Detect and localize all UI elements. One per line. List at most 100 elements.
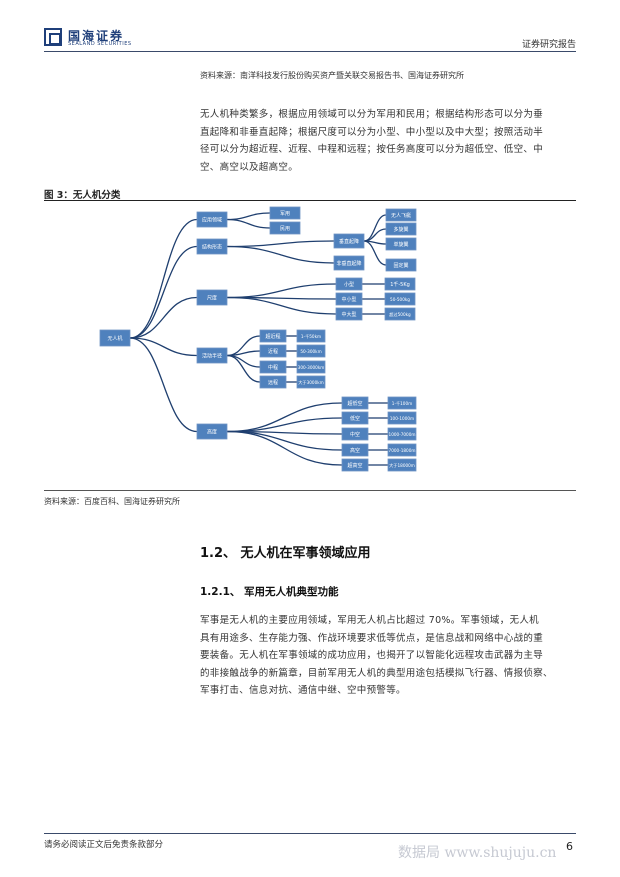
altitude-value-node: 100-1000m (387, 411, 417, 425)
scale-value-node: 1千-5Kg (384, 277, 416, 291)
intro-line: 空、高空以及超高空。 (200, 161, 299, 173)
scale-value-node-label: 1千-5Kg (390, 281, 410, 288)
application-node: 民用 (269, 221, 301, 235)
altitude-node-label: 超高空 (347, 462, 362, 469)
scale-value-node: 超过500kg (384, 307, 416, 321)
tree-edge (226, 240, 335, 248)
altitude-node-label: 低空 (350, 415, 360, 422)
altitude-value-node-label: 100-1000m (390, 416, 414, 421)
vtol-type-node-label: 多旋翼 (393, 226, 408, 233)
category-node: 应用领域 (196, 211, 228, 228)
logo-subtext: SEALAND SECURITIES (68, 41, 132, 47)
altitude-node-label: 中空 (350, 431, 360, 438)
altitude-node: 超高空 (341, 458, 369, 472)
source-note-top: 资料来源：南洋科技发行股份购买资产暨关联交易报告书、国海证券研究所 (200, 71, 464, 80)
scale-value-node-label: 超过500kg (389, 311, 411, 318)
scale-node: 中大型 (335, 307, 363, 321)
page-number: 6 (566, 840, 573, 853)
tree-edge (129, 337, 198, 357)
section-line: 军事是无人机的主要应用领域，军用无人机占比超过 70%。军事领域，无人机 (200, 615, 539, 626)
header-divider (44, 51, 576, 52)
section-line: 要装备。无人机在军事领域的成功应用，也揭开了以智能化远程攻击武器为主导 (200, 650, 544, 661)
footer-divider (44, 833, 576, 834)
section-heading: 1.2、 无人机在军事领域应用 (200, 546, 371, 561)
altitude-node-label: 超低空 (347, 400, 362, 407)
radius-value-node: 300-3000km (296, 360, 326, 374)
radius-value-node: 50-300km (296, 344, 326, 358)
radius-value-node-label: 大于3000km (298, 379, 324, 386)
structure-node-label: 垂直起降 (339, 238, 359, 245)
root-node-label: 无人机 (107, 335, 122, 342)
root-node: 无人机 (99, 329, 131, 347)
intro-line: 径可以分为超近程、近程、中程和远程；按任务高度可以分为超低空、低空、中 (200, 144, 544, 155)
altitude-node: 高空 (341, 443, 369, 457)
altitude-value-node: 大于18000m (387, 458, 417, 472)
section-line: 军事打击、信息对抗、通信中继、空中预警等。 (200, 685, 406, 696)
radius-node: 远程 (259, 375, 287, 389)
figure-top-rule (44, 200, 576, 201)
radius-node-label: 远程 (268, 379, 278, 386)
radius-value-node-label: 300-3000km (298, 365, 325, 370)
tree-edge (226, 350, 261, 357)
category-node-label: 尺度 (207, 295, 217, 302)
tree-edge (226, 212, 271, 221)
tree-edge (363, 214, 387, 242)
radius-node-label: 近程 (268, 348, 278, 355)
scale-value-node-label: 50-500kg (390, 297, 410, 302)
tree-edge (226, 245, 335, 264)
vtol-type-node: 无人飞艇 (385, 208, 417, 222)
altitude-node-label: 高空 (350, 447, 360, 454)
tree-edge (226, 354, 261, 383)
structure-node-label: 非垂直起降 (336, 260, 361, 267)
altitude-value-node-label: 7000-1800m (389, 448, 416, 453)
tree-edge (226, 283, 337, 299)
altitude-value-node-label: 大于18000m (389, 462, 415, 469)
section-line: 的非接触战争的新篇章，目前军用无人机的典型用途包括模拟飞行器、情报侦察、 (200, 667, 553, 679)
vtol-type-node: 单旋翼 (385, 237, 417, 251)
tree-edge (363, 228, 387, 242)
vtol-type-node-label: 单旋翼 (393, 241, 408, 248)
intro-line: 无人机种类繁多，根据应用领域可以分为军用和民用；根据结构形态可以分为垂 (200, 109, 544, 120)
vtol-type-node-label: 无人飞艇 (391, 212, 411, 219)
tree-edge (226, 218, 271, 229)
category-node-label: 高度 (207, 429, 217, 436)
scale-node: 小型 (335, 277, 363, 291)
altitude-value-node: 1-千100m (387, 396, 417, 410)
altitude-value-node-label: 1000-7000m (389, 432, 416, 437)
radius-node: 超近程 (259, 329, 287, 343)
figure-title: 图 3：无人机分类 (44, 190, 121, 201)
altitude-node: 超低空 (341, 396, 369, 410)
radius-value-node-label: 50-300km (300, 349, 321, 354)
category-node-label: 结构形态 (202, 244, 222, 251)
tree-edge (226, 296, 337, 315)
category-node-label: 活动半径 (202, 353, 222, 360)
tree-edge (129, 296, 198, 339)
tree-edge (226, 417, 343, 433)
section-paragraph: 军事是无人机的主要应用领域，军用无人机占比超过 70%。军事领域，无人机 具有用… (200, 612, 576, 700)
vtol-type-node: 固定翼 (385, 258, 417, 272)
tree-edge (226, 402, 343, 433)
radius-value-node: 1-千50km (296, 329, 326, 343)
scale-node-label: 中大型 (341, 311, 356, 318)
altitude-value-node: 1000-7000m (387, 427, 417, 441)
radius-node: 近程 (259, 344, 287, 358)
watermark: 数据局 www.shujuju.cn (398, 845, 557, 861)
scale-node-label: 小型 (344, 281, 354, 288)
scale-node: 中小型 (335, 292, 363, 306)
report-type: 证券研究报告 (521, 40, 576, 50)
tree-edge (226, 354, 261, 368)
radius-value-node: 大于3000km (296, 375, 326, 389)
tree-edge (129, 218, 198, 339)
structure-node: 非垂直起降 (333, 255, 365, 271)
application-node: 军用 (269, 206, 301, 220)
subsection-heading: 1.2.1、 军用无人机典型功能 (200, 586, 339, 598)
section-line: 具有用途多、生存能力强、作战环境要求低等优点，是信息战和网络中心战的重 (200, 632, 544, 644)
logo-icon (44, 28, 62, 46)
figure-source: 资料来源：百度百科、国海证券研究所 (44, 497, 180, 506)
vtol-type-node: 多旋翼 (385, 222, 417, 236)
altitude-value-node: 7000-1800m (387, 443, 417, 457)
altitude-node: 中空 (341, 427, 369, 441)
scale-node-label: 中小型 (341, 296, 356, 303)
category-node: 结构形态 (196, 238, 228, 255)
